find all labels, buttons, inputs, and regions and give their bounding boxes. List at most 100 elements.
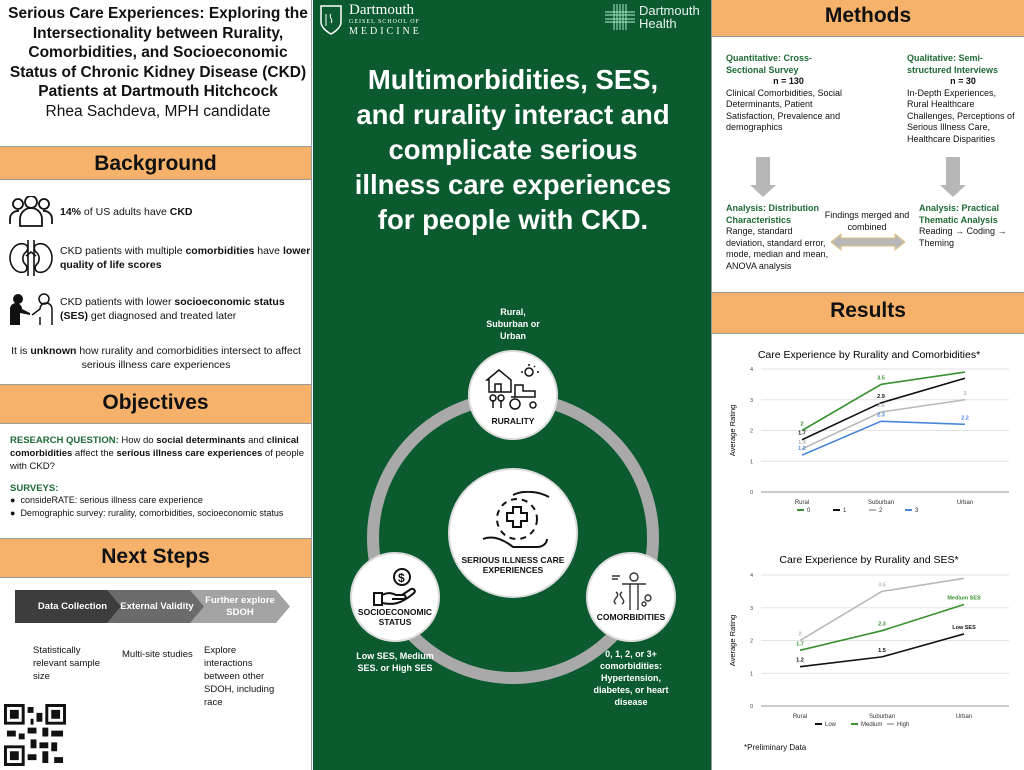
data-label: Medium SES <box>947 595 981 601</box>
data-label: 2 <box>798 632 801 638</box>
hand-dollar-icon: $ <box>373 568 416 606</box>
y-tick-label: 3 <box>750 606 753 612</box>
quant-analysis: Analysis: Distribution Characteristics R… <box>726 203 829 271</box>
y-tick-label: 0 <box>750 704 753 710</box>
chart-ses: Care Experience by Rurality and SES* 0 1 2 3… <box>728 554 1009 728</box>
x-tick-label: Urban <box>957 500 973 506</box>
step-desc: Multi-site studies <box>122 649 193 660</box>
qual-analysis: Analysis: Practical Thematic Analysis Re… <box>919 203 1007 248</box>
x-tick-label: Urban <box>956 714 972 720</box>
step-desc: Statistically relevant sample size <box>33 645 101 682</box>
series-line-0 <box>801 371 966 432</box>
series-line-Low <box>799 633 965 668</box>
headline: Multimorbidities, SES, and rurality inte… <box>354 64 672 235</box>
step-desc: Explore interactions between other SDOH,… <box>204 645 275 708</box>
ses-node: $ SOCIOECONOMIC STATUS <box>350 552 440 642</box>
data-label: 1.4 <box>798 440 807 446</box>
chart-comorbidities: Care Experience by Rurality and Comorbid… <box>728 349 1009 514</box>
data-label: 3.5 <box>878 582 886 588</box>
step-data-collection: Data Collection <box>15 590 130 623</box>
data-label: 2.2 <box>961 415 969 421</box>
geisel-logo: Dartmouth GEISEL SCHOOL OF MEDICINE <box>319 3 422 37</box>
data-label: 3.5 <box>877 375 885 381</box>
rurality-note: Rural, Suburban or Urban <box>486 307 540 341</box>
data-label: 1.5 <box>878 648 886 654</box>
legend-label: 3 <box>915 508 919 514</box>
data-label: 2 <box>800 422 803 428</box>
handshake-people-icon <box>10 293 53 325</box>
objectives-heading: Objectives <box>0 384 311 424</box>
bg-item-ses: CKD patients with lower socioeconomic st… <box>8 292 310 326</box>
legend-label: Medium <box>861 722 882 728</box>
data-label: 2.3 <box>877 412 885 418</box>
arrow-down-icon <box>750 157 776 197</box>
double-arrow-icon <box>830 233 906 251</box>
series-line-2 <box>801 398 966 450</box>
caring-hands-cross-icon <box>482 491 550 548</box>
comorbidities-label: COMORBIDITIES <box>596 612 666 622</box>
y-tick-label: 0 <box>750 490 753 496</box>
series-line-3 <box>801 420 966 456</box>
step-external-validity: External Validity <box>107 590 207 623</box>
surveys-list: ● consideRATE: serious illness care expe… <box>10 494 283 520</box>
kidneys-icon <box>9 240 53 276</box>
qr-code[interactable] <box>4 704 66 766</box>
step-further-explore-sdoh: Further explore SDOH <box>190 590 290 623</box>
x-tick-label: Suburban <box>869 714 895 720</box>
data-label: Low SES <box>952 625 976 631</box>
bg-item-prevalence: 14% of US adults have CKD <box>8 196 192 228</box>
title-text: Serious Care Experiences: Exploring the … <box>8 5 308 100</box>
background-heading: Background <box>0 146 311 180</box>
y-axis-label: Average Rating <box>728 615 737 667</box>
series-line-Medium <box>799 603 965 652</box>
author: Rhea Sachdeva, MPH candidate <box>45 102 271 120</box>
dartmouth-health-icon <box>605 4 635 30</box>
shield-icon <box>320 5 342 35</box>
core-label: SERIOUS ILLNESS CARE EXPERIENCES <box>461 555 565 575</box>
farm-tractor-icon <box>485 364 539 410</box>
ses-note: Low SES, Medium SES. or High SES <box>356 651 434 673</box>
legend-label: High <box>897 722 909 728</box>
methods-heading: Methods <box>712 0 1024 37</box>
y-tick-label: 1 <box>750 459 753 465</box>
comorbidities-note: 0, 1, 2, or 3+ comorbidities: Hypertensi… <box>593 649 669 707</box>
y-tick-label: 1 <box>750 671 753 677</box>
legend-label: 0 <box>807 508 811 514</box>
left-column: Serious Care Experiences: Exploring the … <box>0 0 312 770</box>
people-icon <box>9 196 53 227</box>
ses-label: SOCIOECONOMIC STATUS <box>357 607 433 627</box>
y-axis-label: Average Rating <box>728 405 737 457</box>
chart-title: Care Experience by Rurality and Comorbid… <box>758 349 980 361</box>
rurality-node: RURALITY <box>468 350 558 440</box>
y-tick-label: 3 <box>750 398 753 404</box>
survey-item: ● Demographic survey: rurality, comorbid… <box>10 508 284 518</box>
data-label: 1.7 <box>798 431 806 437</box>
data-label: 3 <box>963 391 966 397</box>
data-label: 1.7 <box>796 641 804 647</box>
series-line-High <box>799 577 965 642</box>
chart-title: Care Experience by Rurality and SES* <box>779 554 958 566</box>
poster-title: Serious Care Experiences: Exploring the … <box>4 4 312 121</box>
research-question: RESEARCH QUESTION: How do social determi… <box>10 435 304 472</box>
body-dna-icon <box>612 572 652 610</box>
survey-item: ● consideRATE: serious illness care expe… <box>10 495 203 505</box>
legend-label: 2 <box>879 508 883 514</box>
svg-text:$: $ <box>398 571 405 585</box>
x-tick-label: Rural <box>793 714 807 720</box>
series-line-1 <box>801 377 966 441</box>
merge-note: Findings merged and combined <box>824 210 910 232</box>
y-tick-label: 4 <box>750 367 753 373</box>
y-tick-label: 4 <box>750 573 753 579</box>
center-column: Dartmouth GEISEL SCHOOL OF MEDICINE Dart… <box>313 0 711 770</box>
comorbidities-node: COMORBIDITIES <box>586 552 676 642</box>
y-tick-label: 2 <box>750 639 753 645</box>
x-tick-label: Suburban <box>868 500 894 506</box>
x-tick-label: Rural <box>795 500 809 506</box>
data-label: 1.2 <box>796 658 804 664</box>
data-label: 2.3 <box>878 622 886 628</box>
next-steps-heading: Next Steps <box>0 538 311 578</box>
bg-item-comorbidities: CKD patients with multiple comorbidities… <box>8 238 311 278</box>
footnote: *Preliminary Data <box>744 743 807 752</box>
right-column: Methods Quantitative: Cross-Sectional Su… <box>711 0 1024 770</box>
